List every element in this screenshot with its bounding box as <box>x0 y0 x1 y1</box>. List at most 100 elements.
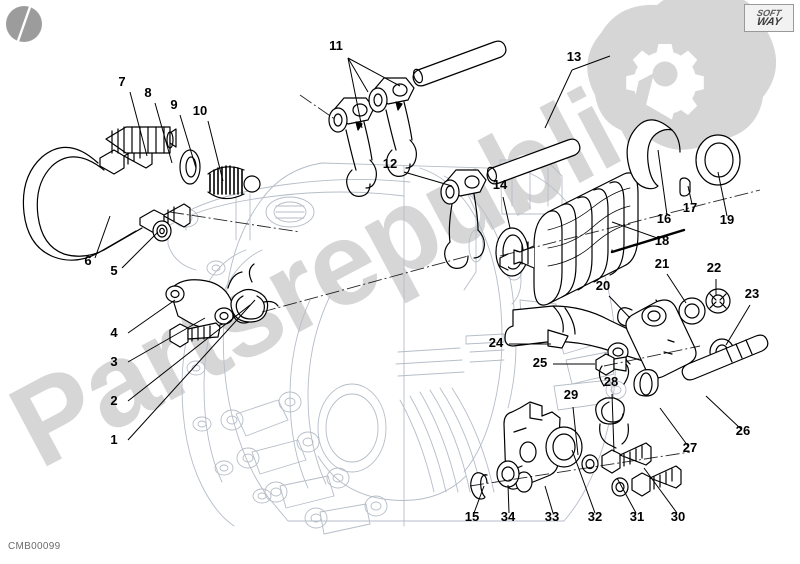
part-15-circlip <box>470 472 488 500</box>
callout-number-17[interactable]: 17 <box>683 200 697 215</box>
gear-icon <box>626 44 704 122</box>
callout-number-30[interactable]: 30 <box>671 509 685 524</box>
callout-number-20[interactable]: 20 <box>596 278 610 293</box>
callout-leader-30 <box>643 467 678 514</box>
callout-leader-33 <box>544 485 554 514</box>
callout-leader-23 <box>725 304 751 346</box>
callout-leader-11 <box>347 57 369 93</box>
part-18-shift-drum <box>499 172 639 306</box>
callout-13-branches <box>571 55 611 71</box>
callout-number-23[interactable]: 23 <box>745 286 759 301</box>
centerlines <box>169 94 761 487</box>
part-11-shift-fork-b <box>368 77 417 177</box>
part-10-ball <box>243 175 261 193</box>
callout-leader-1 <box>127 299 256 441</box>
part-24-selector-lever <box>504 305 670 365</box>
part-5-washer <box>152 220 172 242</box>
part-28-bolt <box>601 442 652 474</box>
callout-number-9[interactable]: 9 <box>170 97 177 112</box>
callout-number-3[interactable]: 3 <box>110 354 117 369</box>
diagram-code: CMB00099 <box>8 541 61 552</box>
callout-number-10[interactable]: 10 <box>193 103 207 118</box>
part-22-lock-washer <box>705 288 731 314</box>
callout-leader-27 <box>659 407 689 447</box>
callout-leader-26 <box>705 395 742 430</box>
gear-blob-watermark <box>587 0 777 150</box>
part-12-shift-fork <box>440 169 487 269</box>
part-19-washer <box>695 134 741 186</box>
callout-number-1[interactable]: 1 <box>110 432 117 447</box>
callout-number-26[interactable]: 26 <box>736 423 750 438</box>
callout-number-32[interactable]: 32 <box>588 509 602 524</box>
partsrepublik-disc-logo <box>6 6 42 42</box>
part-8-washer <box>179 149 201 185</box>
callout-leader-34 <box>507 484 510 514</box>
part-34-washer <box>496 460 520 488</box>
callout-number-21[interactable]: 21 <box>655 256 669 271</box>
callout-leader-12 <box>403 171 453 187</box>
callout-number-25[interactable]: 25 <box>533 355 547 370</box>
callout-leader-8 <box>154 102 173 164</box>
callout-number-28[interactable]: 28 <box>604 374 618 389</box>
callout-number-22[interactable]: 22 <box>707 260 721 275</box>
callout-number-33[interactable]: 33 <box>545 509 559 524</box>
part-21-washer <box>678 297 706 325</box>
part-27-return-spring <box>595 363 630 449</box>
callout-leader-19 <box>717 171 728 217</box>
callout-number-6[interactable]: 6 <box>84 253 91 268</box>
callout-number-18[interactable]: 18 <box>655 233 669 248</box>
callout-leader-31 <box>616 477 637 514</box>
parts-layer <box>22 40 769 500</box>
callout-number-13[interactable]: 13 <box>567 49 581 64</box>
part-7-adjuster-screw <box>105 126 177 154</box>
callout-number-14[interactable]: 14 <box>493 177 508 192</box>
callout-leader-20 <box>608 295 631 319</box>
callout-leader-3 <box>127 317 206 363</box>
part-6-clutch-cable <box>22 143 191 261</box>
callout-number-34[interactable]: 34 <box>501 509 516 524</box>
callout-number-16[interactable]: 16 <box>657 211 671 226</box>
part-26-gearchange-shaft <box>625 299 769 397</box>
callout-leader-16 <box>657 149 668 216</box>
callout-number-5[interactable]: 5 <box>110 263 117 278</box>
callout-number-15[interactable]: 15 <box>465 509 479 524</box>
part-29-washer <box>581 454 599 474</box>
callout-leader-10 <box>207 120 224 182</box>
callout-leader-28 <box>611 393 615 453</box>
callout-11-branches <box>347 57 401 129</box>
callout-leader-7 <box>129 91 148 157</box>
callout-number-31[interactable]: 31 <box>630 509 644 524</box>
callout-number-24[interactable]: 24 <box>489 335 504 350</box>
callout-number-11[interactable]: 11 <box>329 38 343 53</box>
callout-leader-14 <box>502 196 511 229</box>
softway-logo: SOFT WAY <box>744 4 794 32</box>
callout-number-29[interactable]: 29 <box>564 387 578 402</box>
part-17-key-pin <box>679 177 691 197</box>
callout-number-8[interactable]: 8 <box>144 85 151 100</box>
callout-leader-6 <box>94 215 111 259</box>
callout-number-27[interactable]: 27 <box>683 440 697 455</box>
callout-number-19[interactable]: 19 <box>720 212 734 227</box>
callout-leader-15 <box>473 485 485 514</box>
callout-leader-2 <box>127 304 251 402</box>
part-13-fork-rod-upper <box>412 40 507 87</box>
softway-bottom-text: WAY <box>755 16 783 29</box>
callout-leader-29 <box>572 406 579 456</box>
callout-number-4[interactable]: 4 <box>110 325 118 340</box>
callout-leader-4 <box>127 299 176 334</box>
part-13-fork-rod-lower <box>486 138 581 185</box>
callout-number-2[interactable]: 2 <box>110 393 117 408</box>
callout-number-7[interactable]: 7 <box>118 74 125 89</box>
callout-leader-13 <box>544 69 573 129</box>
callout-leader-17 <box>687 185 693 205</box>
callout-leader-9 <box>179 114 197 169</box>
callout-number-12[interactable]: 12 <box>383 156 397 171</box>
part-32-washer <box>545 426 583 468</box>
callout-leader-32 <box>571 449 596 514</box>
callout-leader-21 <box>666 273 687 304</box>
callout-leader-5 <box>121 231 159 269</box>
part-30-bolt <box>631 465 682 497</box>
